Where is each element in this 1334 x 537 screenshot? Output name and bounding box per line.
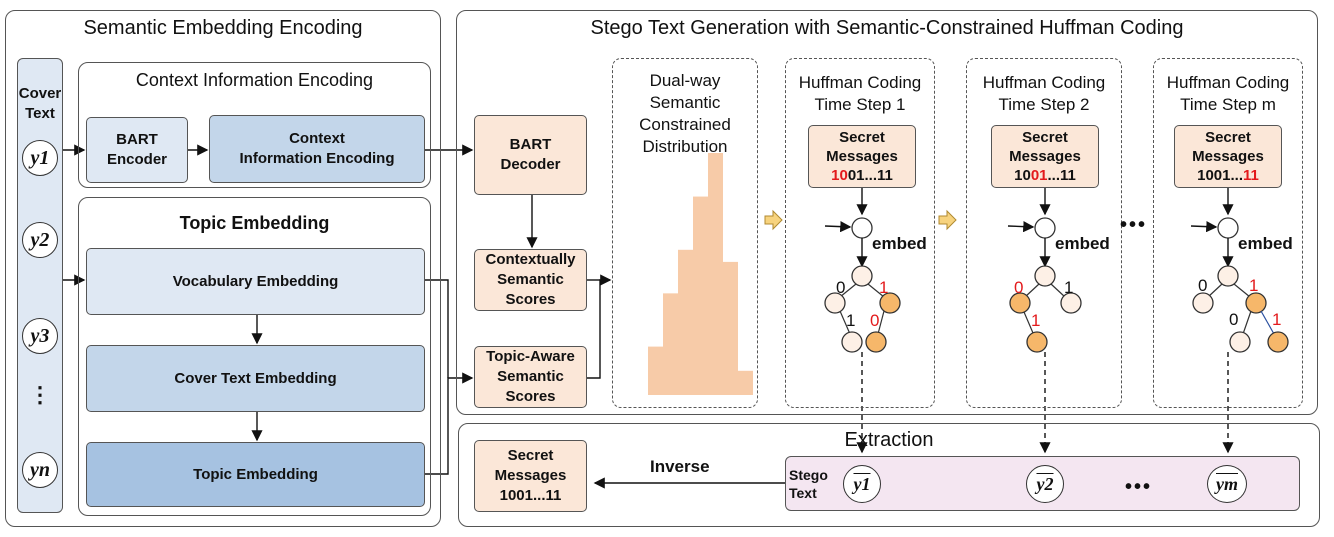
step-m-sub-edge-0: 0 [1229,310,1239,329]
step-m-panel [1153,58,1303,408]
cover-text-column [17,58,63,513]
hollow-arrow-1 [764,209,783,231]
token-y2: y2 [22,222,58,258]
step-m-edge-0: 0 [1198,276,1208,295]
stego-ellipsis: ••• [1125,476,1153,498]
semantic-embedding-panel [5,10,441,527]
step-1-embed-label: embed [872,234,927,253]
distribution-title: Dual-way Semantic Constrained Distributi… [639,71,731,156]
step-1-panel [785,58,935,408]
distribution-bar-4 [693,196,708,395]
huffman-tree-step-m [1190,188,1289,454]
step-1-edge-1: 1 [879,278,889,297]
extraction-title: Extraction [844,429,934,451]
distribution-bar-3 [678,249,693,395]
line-topic-to-topic-scores [425,372,474,475]
vocabulary-embedding-box: Vocabulary Embedding [86,248,425,315]
token-y1: y1 [22,140,58,176]
token-yn: yn [22,452,58,488]
topic-embedding-section [78,197,431,516]
topic-aware-semantic-scores-box: Topic-Aware Semantic Scores [474,346,587,408]
step-2-edge-0: 0 [1014,278,1024,297]
extraction-panel [458,423,1320,527]
right-panel-title: Stego Text Generation with Semantic-Cons… [590,17,1184,39]
step-2-title: Huffman Coding Time Step 2 [982,73,1106,114]
left-panel-title: Semantic Embedding Encoding [83,17,363,39]
step-1-edge-0: 0 [836,278,846,297]
distribution-panel [612,58,758,408]
step-m-sub-edge-1: 1 [1272,310,1282,329]
topic-embedding-box: Topic Embedding [86,442,425,507]
context-section-title: Context Information Encoding [135,70,374,90]
stego-token-ym: ym [1207,465,1247,503]
step-1-sub-edge-0: 0 [870,311,880,330]
stego-generation-panel [456,10,1318,415]
topic-section-title: Topic Embedding [179,213,330,233]
distribution-bar-7 [738,370,753,395]
step-2-sub-edge-1: 1 [1031,311,1041,330]
cover-text-embedding-box: Cover Text Embedding [86,345,425,412]
distribution-bar-1 [648,346,663,395]
stego-token-y1: y1 [843,465,881,503]
distribution-bars [648,153,753,395]
bart-decoder-box: BART Decoder [474,115,587,195]
context-information-section [78,62,431,188]
distribution-bar-6 [723,261,738,395]
contextual-semantic-scores-box: Contextually Semantic Scores [474,249,587,311]
step-m-edge-1: 1 [1249,276,1259,295]
step-1-sub-edge-1: 1 [846,311,856,330]
step-2-edge-1: 1 [1064,278,1074,297]
huffman-tree-step-2 [1007,188,1082,454]
distribution-bar-5 [708,153,723,395]
inverse-label: Inverse [650,457,710,476]
huffman-tree-step-1 [824,188,901,454]
bart-encoder-box: BART Encoder [86,117,188,183]
line-vocab-to-topic-scores [425,279,449,378]
hollow-arrow-2 [938,209,957,231]
token-vertical-ellipsis: ⋮ [29,382,51,407]
distribution-bar-2 [663,293,678,395]
context-information-encoding-box: Context Information Encoding [209,115,425,183]
step-m-embed-label: embed [1238,234,1293,253]
line-topic-scores-to-distribution [587,274,612,379]
steps-ellipsis: ••• [1120,214,1148,236]
step-m-title: Huffman Coding Time Step m [1166,73,1290,114]
step-2-embed-label: embed [1055,234,1110,253]
step-2-panel [966,58,1122,408]
extracted-secret-messages-box: Secret Messages 1001...11 [474,440,587,512]
stego-token-y2: y2 [1026,465,1064,503]
token-y3: y3 [22,318,58,354]
stego-text-label: Stego Text [789,467,828,501]
step-1-title: Huffman Coding Time Step 1 [798,73,922,114]
cover-text-label: Cover Text [18,85,62,122]
